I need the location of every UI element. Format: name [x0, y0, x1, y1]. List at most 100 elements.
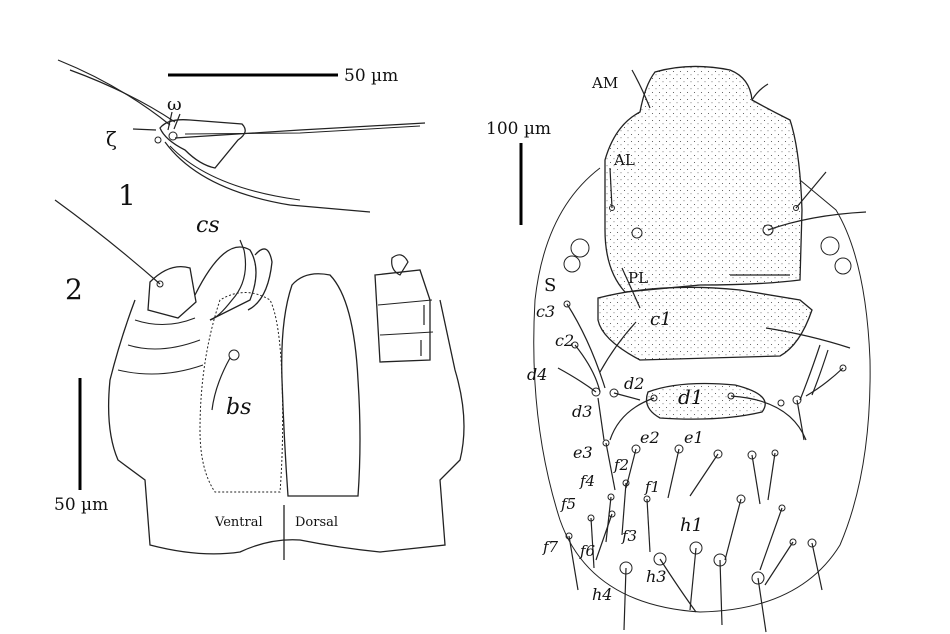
genital-body-outline: [107, 299, 465, 555]
long-seta-lower: [164, 141, 371, 213]
label-f2: f2: [613, 456, 629, 474]
d-right-base-2: [792, 395, 802, 405]
seta-f7: [568, 535, 579, 591]
right-leg-ring-2: [379, 331, 434, 336]
long-seta-lower-2: [169, 145, 301, 201]
label-cs: cs: [196, 213, 220, 238]
seta-e3-right: [767, 452, 776, 501]
figure-number-1: 1: [118, 179, 136, 212]
left-leg-seta-base: [156, 280, 164, 288]
e1-base-right: [713, 449, 723, 459]
f-right-base-3: [789, 538, 797, 546]
label-f4: f4: [579, 472, 595, 490]
sensillus-right: [767, 211, 867, 231]
dorsal-valve: [281, 273, 361, 497]
seta-e2: [625, 448, 637, 489]
scale-label-fig2: 50 µm: [54, 495, 108, 515]
label-e3: e3: [573, 443, 593, 462]
bs-seta: [211, 357, 231, 411]
d1-plate: [645, 382, 766, 420]
idiosoma-outline: [533, 167, 871, 613]
seta-f-right-1: [724, 498, 742, 561]
tarsus-outline: [159, 119, 246, 169]
label-zeta: ζ: [106, 127, 117, 151]
e1-base: [674, 444, 684, 454]
label-h4: h4: [592, 585, 612, 604]
seta-e1-right: [689, 453, 719, 497]
seta-AL-left: [609, 167, 613, 209]
label-e1: e1: [684, 428, 704, 447]
label-f7: f7: [542, 538, 559, 556]
label-bs: bs: [226, 395, 251, 420]
AL-base-right: [793, 205, 799, 211]
figure-3-dorsal-view: 100 µm: [486, 65, 871, 633]
seta-PL-left: [621, 267, 641, 309]
seta-c-right-2: [805, 367, 844, 397]
stigma-left-2: [563, 255, 581, 273]
left-leg-ring-1: [134, 317, 196, 325]
label-d1: d1: [678, 385, 704, 409]
h3-base-right: [751, 571, 765, 585]
seta-f3: [646, 498, 651, 553]
cs-lobe: [194, 246, 257, 321]
seta-h4: [623, 567, 627, 631]
stigma-left-1: [570, 238, 590, 258]
scale-label-fig3: 100 µm: [486, 119, 551, 139]
seta-c1: [599, 321, 637, 373]
label-h3: h3: [646, 567, 666, 586]
label-AM: AM: [591, 74, 618, 92]
left-leg-ring-2: [127, 339, 201, 350]
right-leg-claw: [391, 254, 409, 276]
right-leg-ring-1: [377, 299, 433, 306]
seta-d-right: [796, 399, 805, 441]
figure-1-leg-segment: 50 µm ω ζ 1: [57, 59, 426, 213]
seta-d2: [613, 392, 641, 401]
c3-base: [563, 300, 571, 308]
seta-AM-right: [751, 83, 769, 101]
label-d4: d4: [527, 365, 547, 384]
label-omega: ω: [167, 94, 182, 115]
figure-number-2: 2: [65, 273, 83, 306]
f-right-base-2: [778, 504, 786, 512]
sensillus-base-right: [762, 224, 774, 236]
label-f5: f5: [560, 495, 576, 513]
solenidion-omega: [167, 111, 181, 131]
c2-base: [571, 341, 579, 349]
e2-base-right: [747, 450, 757, 460]
c-right-base: [839, 364, 847, 372]
f-right-base-4: [807, 538, 817, 548]
label-d2: d2: [624, 374, 644, 393]
seta-h3: [659, 558, 697, 613]
d4-base: [591, 387, 601, 397]
seta-c1-right: [765, 327, 851, 349]
h3-base: [653, 552, 667, 566]
label-f1: f1: [644, 478, 660, 496]
seta-d3: [597, 397, 605, 441]
seta-f6: [595, 513, 613, 561]
ventral-valve: [199, 292, 284, 493]
stigma-right-1: [820, 236, 840, 256]
d3-base: [609, 388, 619, 398]
seta-c3: [566, 303, 606, 389]
seta-f-right-2: [759, 507, 783, 571]
AL-base-left: [609, 205, 615, 211]
f6-base: [608, 510, 616, 518]
e2-base: [631, 444, 641, 454]
long-seta-right: [174, 122, 426, 139]
hook-process: [247, 248, 273, 311]
seta-e3: [605, 442, 616, 491]
sensillus-base-left: [631, 227, 643, 239]
label-c2: c2: [555, 331, 574, 350]
long-seta-upper: [57, 59, 171, 126]
seta-f1: [621, 482, 627, 536]
label-e2: e2: [640, 428, 660, 447]
seta-base-1: [168, 131, 178, 141]
label-S: S: [544, 275, 556, 296]
long-seta-upper-2: [69, 69, 176, 123]
label-ventral: Ventral: [214, 515, 263, 530]
f-right-base-1: [736, 494, 746, 504]
label-d3: d3: [572, 402, 592, 421]
label-c1: c1: [650, 309, 672, 330]
figure-2-genital-region: 2 50 µm cs bs Ventral Dorsal: [54, 199, 465, 560]
